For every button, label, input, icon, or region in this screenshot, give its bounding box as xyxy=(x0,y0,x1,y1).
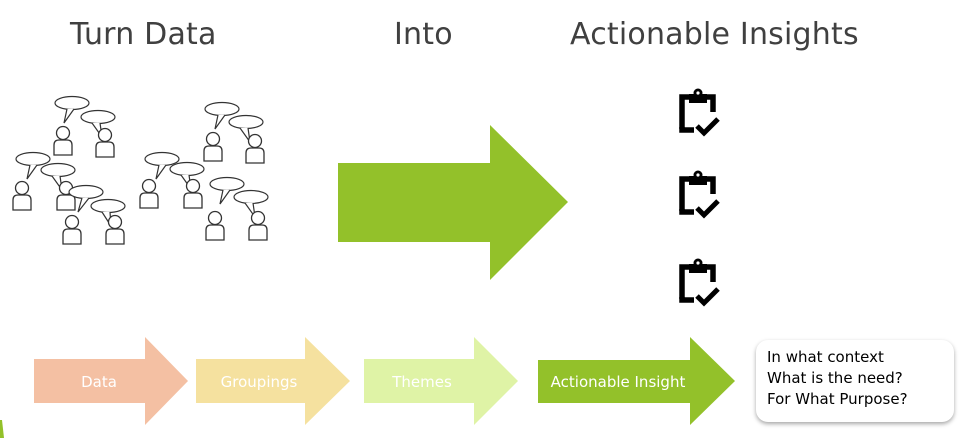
people-group-left xyxy=(12,95,126,245)
callout-line-need: What is the need? xyxy=(767,369,903,387)
callout-line-purpose: For What Purpose? xyxy=(767,390,908,408)
heading-actionable-insights: Actionable Insights xyxy=(570,17,859,52)
people-group-right xyxy=(139,101,269,241)
heading-turn-data: Turn Data xyxy=(70,17,217,52)
callout-line-context: In what context xyxy=(767,348,884,366)
people-with-speech-bubbles-icon xyxy=(12,95,269,245)
decorative-accent xyxy=(0,420,4,438)
process-label-groupings: Groupings xyxy=(220,373,298,391)
clipboard-check-icon xyxy=(679,258,720,307)
right-arrow-icon xyxy=(338,125,568,280)
clipboard-check-icon xyxy=(679,170,720,219)
clipboard-check-icon xyxy=(679,88,720,137)
heading-into: Into xyxy=(394,17,453,52)
process-label-actionable-insight: Actionable Insight xyxy=(550,373,686,391)
process-label-data: Data xyxy=(81,373,117,391)
questions-callout: In what context What is the need? For Wh… xyxy=(756,340,954,422)
process-label-themes: Themes xyxy=(392,373,452,391)
